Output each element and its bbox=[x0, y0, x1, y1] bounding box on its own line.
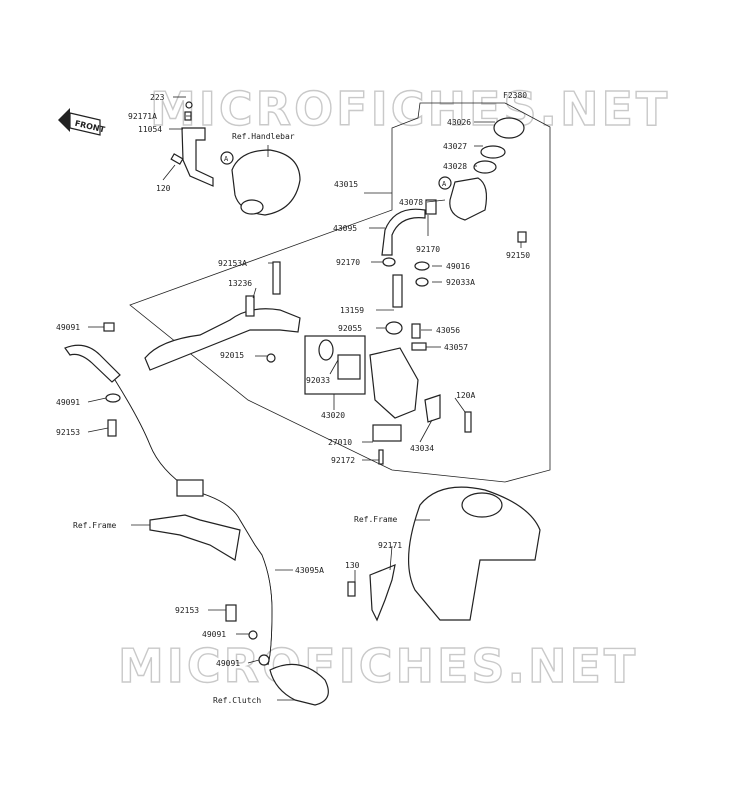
label-92150: 92150 bbox=[506, 251, 530, 260]
label-49091-lower-1: 49091 bbox=[202, 630, 226, 639]
label-92153a-upper: 92153A bbox=[218, 259, 247, 268]
label-43034: 43034 bbox=[410, 444, 434, 453]
frame-bracket-part bbox=[149, 486, 541, 622]
handlebar-clamp-part: A bbox=[170, 101, 301, 216]
label-ref-frame-left: Ref.Frame bbox=[73, 521, 117, 530]
label-92172: 92172 bbox=[331, 456, 355, 465]
label-ref-clutch: Ref.Clutch bbox=[213, 696, 261, 705]
clutch-hose-part bbox=[64, 322, 329, 706]
label-49091-mid: 49091 bbox=[56, 398, 80, 407]
label-43095: 43095 bbox=[333, 224, 357, 233]
label-43056: 43056 bbox=[436, 326, 460, 335]
label-223: 223 bbox=[150, 93, 165, 102]
label-43020: 43020 bbox=[321, 411, 345, 420]
label-92015: 92015 bbox=[220, 351, 244, 360]
front-arrow-icon: FRONT bbox=[58, 108, 106, 136]
clutch-lever-part bbox=[144, 261, 301, 371]
label-13236: 13236 bbox=[228, 279, 252, 288]
label-43026: 43026 bbox=[447, 118, 471, 127]
leader-lines bbox=[87, 96, 522, 701]
master-cylinder-parts bbox=[369, 257, 472, 465]
label-92170-lower: 92170 bbox=[336, 258, 360, 267]
label-120a: 120A bbox=[456, 391, 475, 400]
label-ref-frame-right: Ref.Frame bbox=[354, 515, 398, 524]
reservoir-part: A bbox=[381, 117, 527, 256]
label-92153-lower: 92153 bbox=[175, 606, 199, 615]
label-49091-lower-2: 49091 bbox=[216, 659, 240, 668]
ref-circle-a-1: A bbox=[224, 155, 229, 163]
label-ref-handlebar: Ref.Handlebar bbox=[232, 132, 295, 141]
assembly-boundary bbox=[129, 102, 551, 483]
label-92171: 92171 bbox=[378, 541, 402, 550]
label-43028: 43028 bbox=[443, 162, 467, 171]
label-92033: 92033 bbox=[306, 376, 330, 385]
label-92170-upper: 92170 bbox=[416, 245, 440, 254]
label-43015: 43015 bbox=[334, 180, 358, 189]
label-92033a: 92033A bbox=[446, 278, 475, 287]
label-49091-top: 49091 bbox=[56, 323, 80, 332]
label-43057: 43057 bbox=[444, 343, 468, 352]
label-13159: 13159 bbox=[340, 306, 364, 315]
label-120: 120 bbox=[156, 184, 171, 193]
label-92055: 92055 bbox=[338, 324, 362, 333]
watermark-bottom: MICROFICHES.NET bbox=[118, 639, 638, 693]
label-43027: 43027 bbox=[443, 142, 467, 151]
label-27010: 27010 bbox=[328, 438, 352, 447]
label-43078: 43078 bbox=[399, 198, 423, 207]
label-92153-upper: 92153 bbox=[56, 428, 80, 437]
label-11054: 11054 bbox=[138, 125, 162, 134]
diagram-code: F2380 bbox=[503, 91, 527, 100]
label-49016: 49016 bbox=[446, 262, 470, 271]
ref-circle-a-2: A bbox=[442, 180, 447, 188]
watermark-top: MICROFICHES.NET bbox=[150, 82, 670, 136]
label-92171a: 92171A bbox=[128, 112, 157, 121]
label-43095a: 43095A bbox=[295, 566, 324, 575]
label-130: 130 bbox=[345, 561, 360, 570]
